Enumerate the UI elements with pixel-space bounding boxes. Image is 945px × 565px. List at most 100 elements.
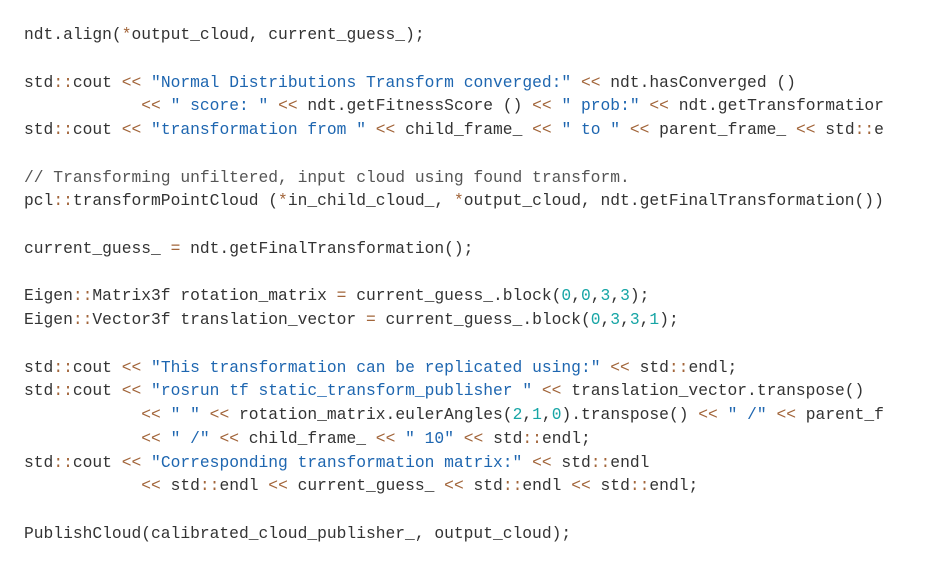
code-operator: :: <box>53 72 73 92</box>
code-operator: << <box>121 357 142 377</box>
code-operator: << <box>610 357 630 377</box>
code-operator: << <box>121 452 142 472</box>
code-string: "Corresponding transformation matrix:" <box>151 452 523 472</box>
code-operator: = <box>170 238 181 258</box>
code-text: current_guess_.block( <box>375 310 591 329</box>
code-operator: << <box>649 96 669 116</box>
code-text: endl; <box>541 428 591 448</box>
code-operator: << <box>375 120 396 139</box>
code-text: , <box>620 310 630 329</box>
code-operator: << <box>444 476 464 496</box>
code-operator: << <box>532 96 552 116</box>
code-text: endl; <box>688 357 738 377</box>
code-text: ndt.getTransformatior <box>668 96 884 116</box>
code-operator: :: <box>854 120 875 139</box>
code-line: << " score: " << ndt.getFitnessScore () … <box>24 96 884 116</box>
code-operator: << <box>141 405 161 424</box>
code-operator: << <box>571 476 591 496</box>
code-text: current_guess_ <box>24 238 171 258</box>
code-text: , <box>610 286 621 306</box>
code-text: ndt.hasConverged () <box>600 72 796 92</box>
code-line: std::cout << "rosrun tf static_transform… <box>24 381 864 401</box>
code-text: std <box>463 476 503 496</box>
code-operator: :: <box>53 381 73 401</box>
code-text: current_guess_ <box>287 476 445 496</box>
code-text: std <box>24 357 54 377</box>
code-text: PublishCloud(calibrated_cloud_publisher_… <box>24 523 572 543</box>
code-text <box>161 96 171 115</box>
code-operator: * <box>278 191 288 211</box>
code-string: " prob:" <box>561 96 640 116</box>
code-line: Eigen::Vector3f translation_vector = cur… <box>24 310 679 330</box>
code-operator: :: <box>668 357 689 377</box>
code-operator: = <box>365 310 376 329</box>
code-operator: << <box>629 120 650 139</box>
code-operator: << <box>278 96 298 116</box>
code-text <box>454 429 464 448</box>
code-operator: << <box>121 72 142 92</box>
code-text: Eigen <box>24 310 73 329</box>
code-operator: * <box>453 191 464 211</box>
code-text <box>161 405 171 424</box>
code-text: std <box>815 120 855 139</box>
code-operator: << <box>776 405 797 424</box>
code-text: std <box>24 381 54 401</box>
code-text: , <box>639 310 650 329</box>
code-text: ndt.getFinalTransformation(); <box>180 238 474 258</box>
code-operator: :: <box>53 120 73 139</box>
code-text: std <box>24 452 54 472</box>
code-text <box>141 73 151 92</box>
code-text <box>141 120 151 139</box>
code-line: Eigen::Matrix3f rotation_matrix = curren… <box>24 286 649 306</box>
code-text: rotation_matrix.eulerAngles( <box>229 405 513 424</box>
code-line: std::cout << "Corresponding transformati… <box>24 453 649 473</box>
code-line: pcl::transformPointCloud (*in_child_clou… <box>24 191 884 211</box>
code-text: cout <box>72 120 122 139</box>
code-operator: :: <box>53 191 73 211</box>
code-string: "transformation from " <box>151 120 366 139</box>
code-operator: << <box>532 120 552 139</box>
code-text <box>141 358 151 377</box>
code-text <box>718 405 728 424</box>
code-text: transformPointCloud ( <box>72 191 279 211</box>
code-text <box>24 429 141 448</box>
code-text: ); <box>629 286 650 306</box>
code-operator: << <box>121 120 142 139</box>
code-operator: :: <box>522 428 542 448</box>
code-text <box>552 96 562 115</box>
code-operator: << <box>141 96 161 116</box>
code-operator: << <box>795 120 816 139</box>
code-text: std <box>590 476 630 496</box>
code-text <box>24 476 141 495</box>
code-line: // Transforming unfiltered, input cloud … <box>24 168 630 188</box>
code-number: 3 <box>620 286 630 306</box>
code-line: << " /" << child_frame_ << " 10" << std:… <box>24 429 591 449</box>
code-text: cout <box>72 381 122 401</box>
code-text <box>141 381 151 400</box>
code-text: endl <box>219 476 269 496</box>
code-text: output_cloud, current_guess_); <box>131 25 425 44</box>
code-text: Eigen <box>24 286 73 306</box>
code-text <box>640 96 650 115</box>
code-text: child_frame_ <box>239 428 376 448</box>
code-text: , <box>571 286 581 306</box>
code-number: 3 <box>629 310 640 329</box>
code-text: ).transpose() <box>561 405 699 424</box>
code-line: std::cout << "This transformation can be… <box>24 358 737 378</box>
code-number: 0 <box>580 286 591 306</box>
code-line: ndt.align(*output_cloud, current_guess_)… <box>24 25 425 45</box>
code-line: current_guess_ = ndt.getFinalTransformat… <box>24 239 473 259</box>
code-text <box>767 405 777 424</box>
code-operator: :: <box>53 357 73 377</box>
code-operator: :: <box>53 452 73 472</box>
code-number: 3 <box>600 286 611 306</box>
code-operator: << <box>209 405 230 424</box>
code-operator: << <box>219 428 239 448</box>
code-text: child_frame_ <box>395 120 533 139</box>
code-string: " score: " <box>170 96 269 116</box>
code-text: parent_f <box>796 405 884 424</box>
code-text: translation_vector.transpose() <box>561 381 865 401</box>
code-text: std <box>629 357 669 377</box>
code-line: << std::endl << current_guess_ << std::e… <box>24 476 698 496</box>
